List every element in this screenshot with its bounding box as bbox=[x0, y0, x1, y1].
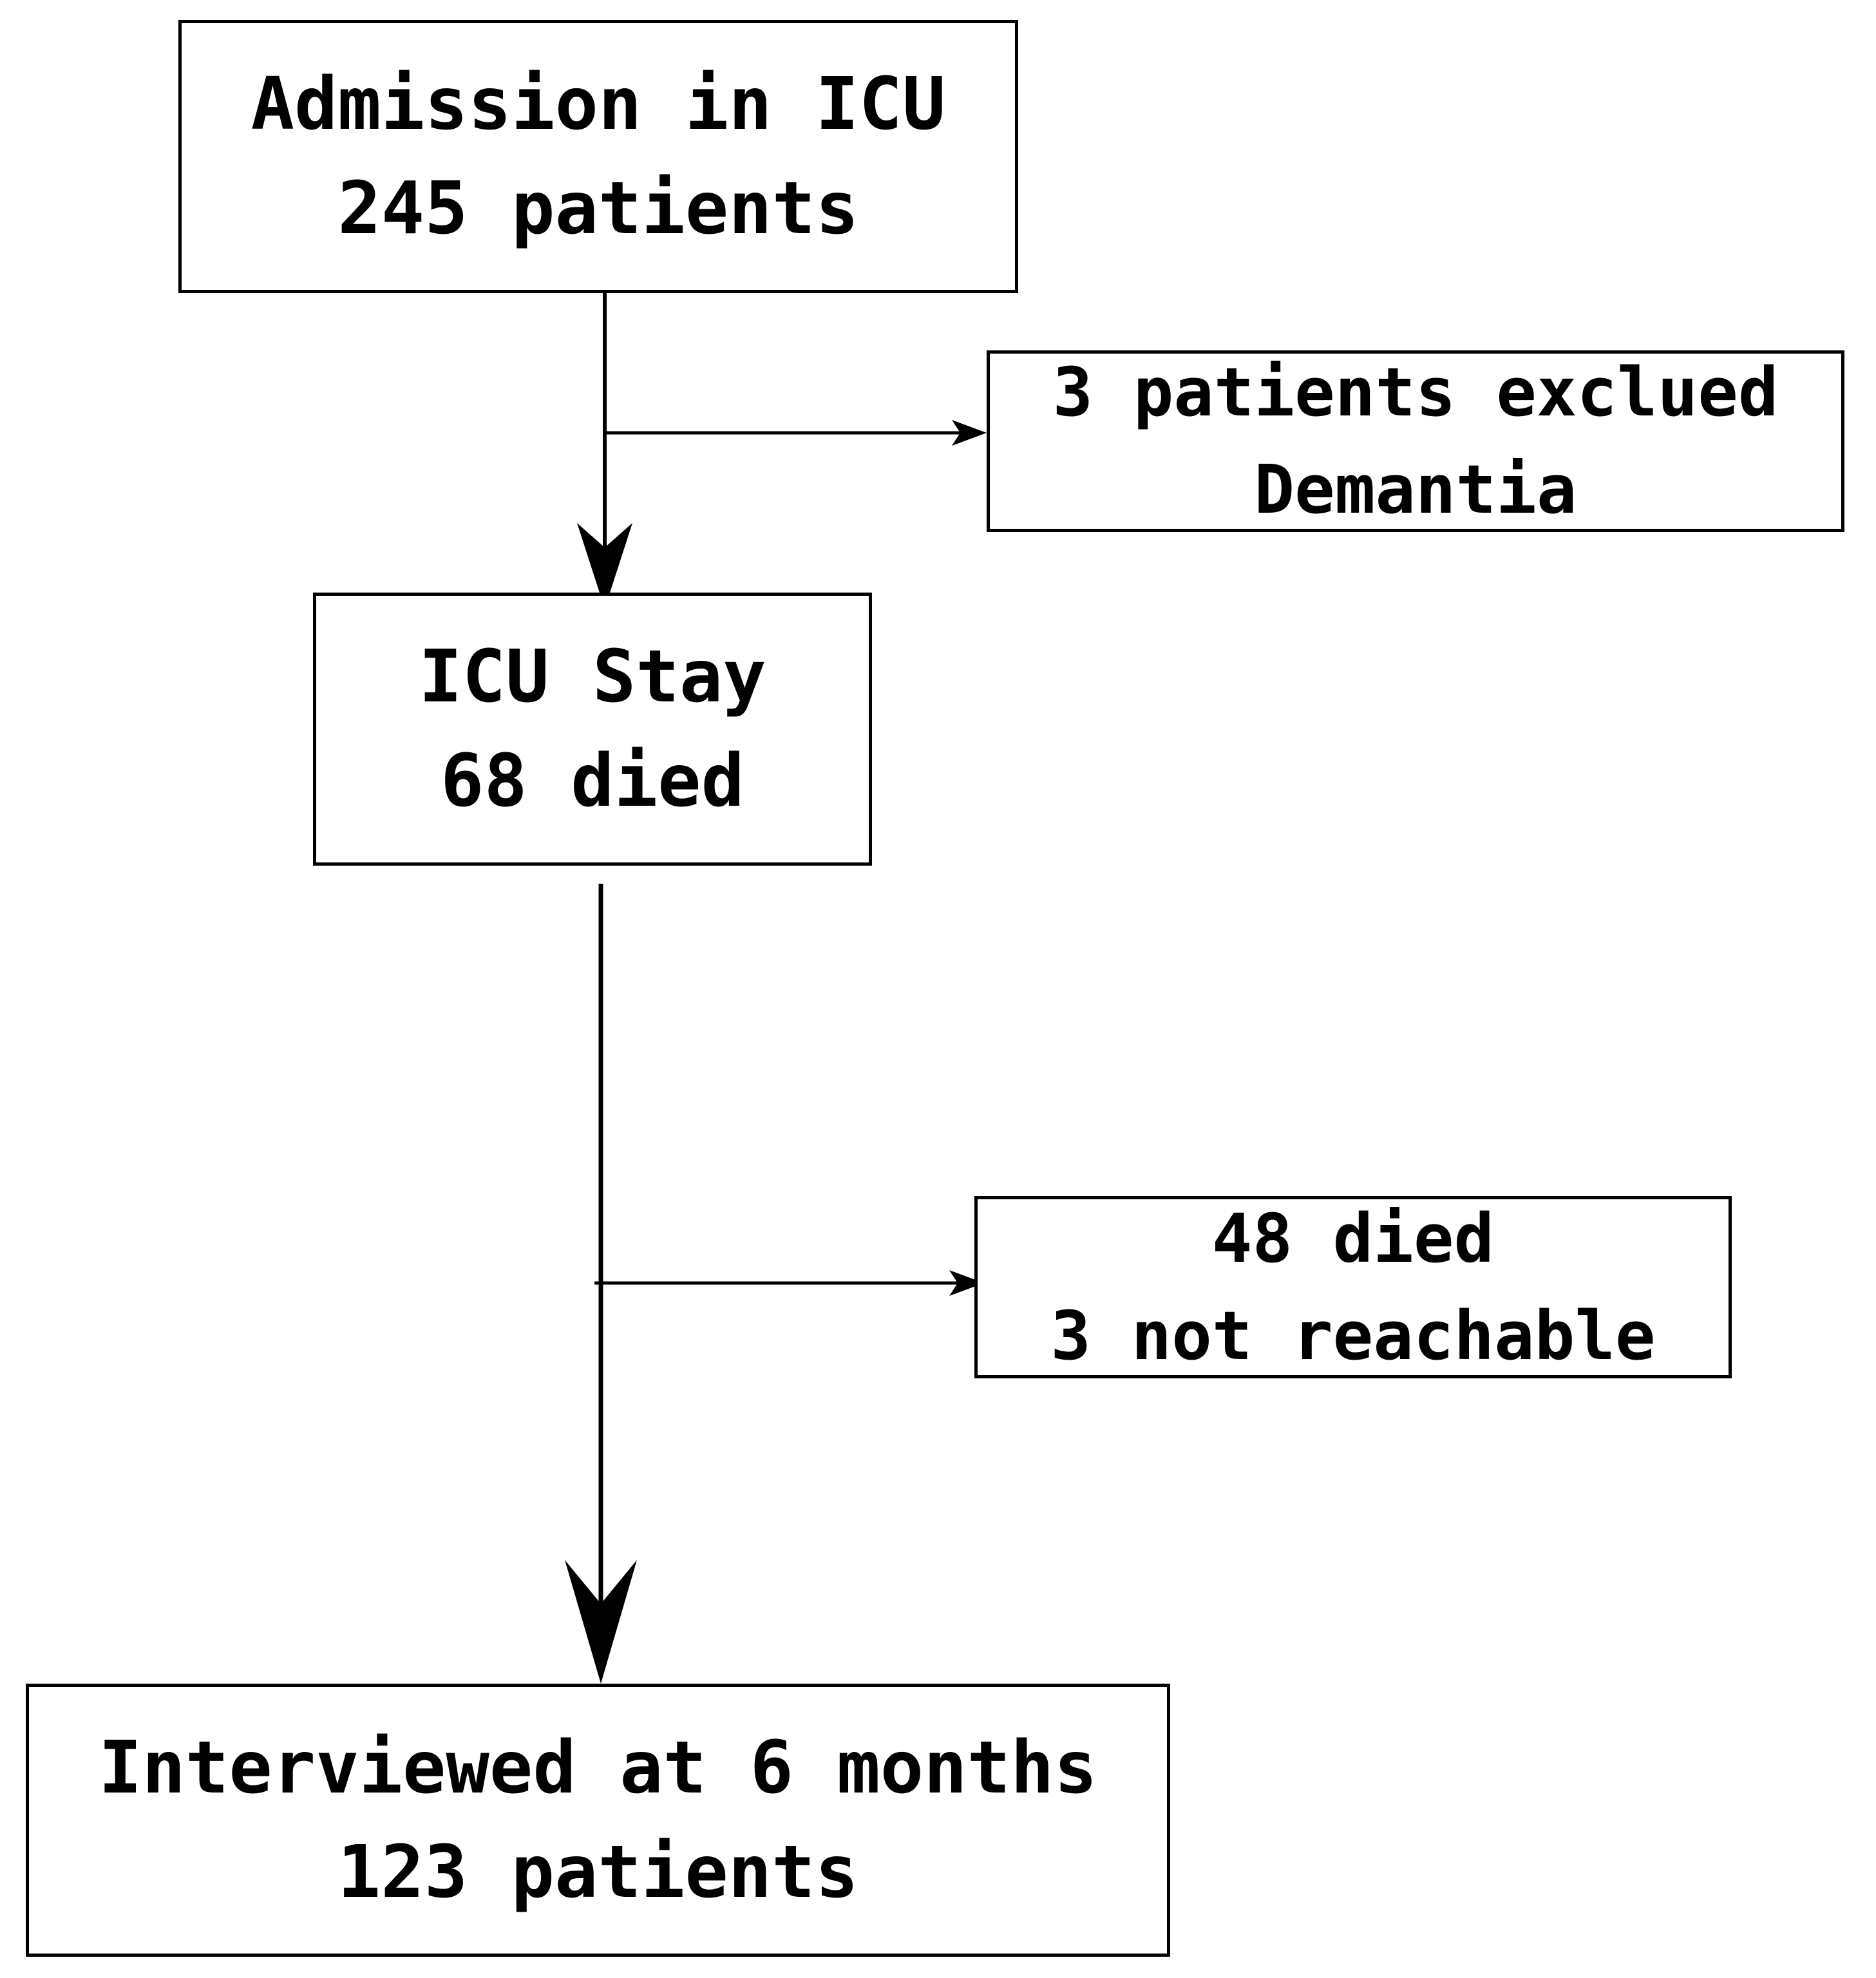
icu-stay-title: ICU Stay bbox=[419, 634, 766, 719]
arrowhead-excluded bbox=[952, 420, 987, 446]
arrowhead-lost bbox=[949, 1270, 984, 1296]
admission-title: Admission in ICU bbox=[251, 62, 946, 146]
admission-box: Admission in ICU 245 patients bbox=[178, 20, 1018, 293]
followup-deaths: 48 died bbox=[1211, 1199, 1495, 1278]
arrowhead-icu-stay bbox=[577, 523, 632, 609]
excluded-count: 3 patients exclued bbox=[1052, 353, 1779, 432]
lost-to-followup-box: 48 died 3 not reachable bbox=[974, 1196, 1732, 1378]
interviewed-title: Interviewed at 6 months bbox=[99, 1726, 1097, 1810]
icu-stay-deaths: 68 died bbox=[440, 739, 744, 823]
arrowhead-interviewed bbox=[565, 1560, 637, 1684]
icu-stay-box: ICU Stay 68 died bbox=[313, 593, 872, 866]
interviewed-count: 123 patients bbox=[337, 1831, 859, 1914]
excluded-reason: Demantia bbox=[1254, 450, 1577, 529]
interviewed-box: Interviewed at 6 months 123 patients bbox=[26, 1684, 1170, 1957]
excluded-box: 3 patients exclued Demantia bbox=[987, 350, 1844, 532]
followup-not-reachable: 3 not reachable bbox=[1050, 1296, 1656, 1375]
admission-count: 245 patients bbox=[337, 167, 859, 251]
